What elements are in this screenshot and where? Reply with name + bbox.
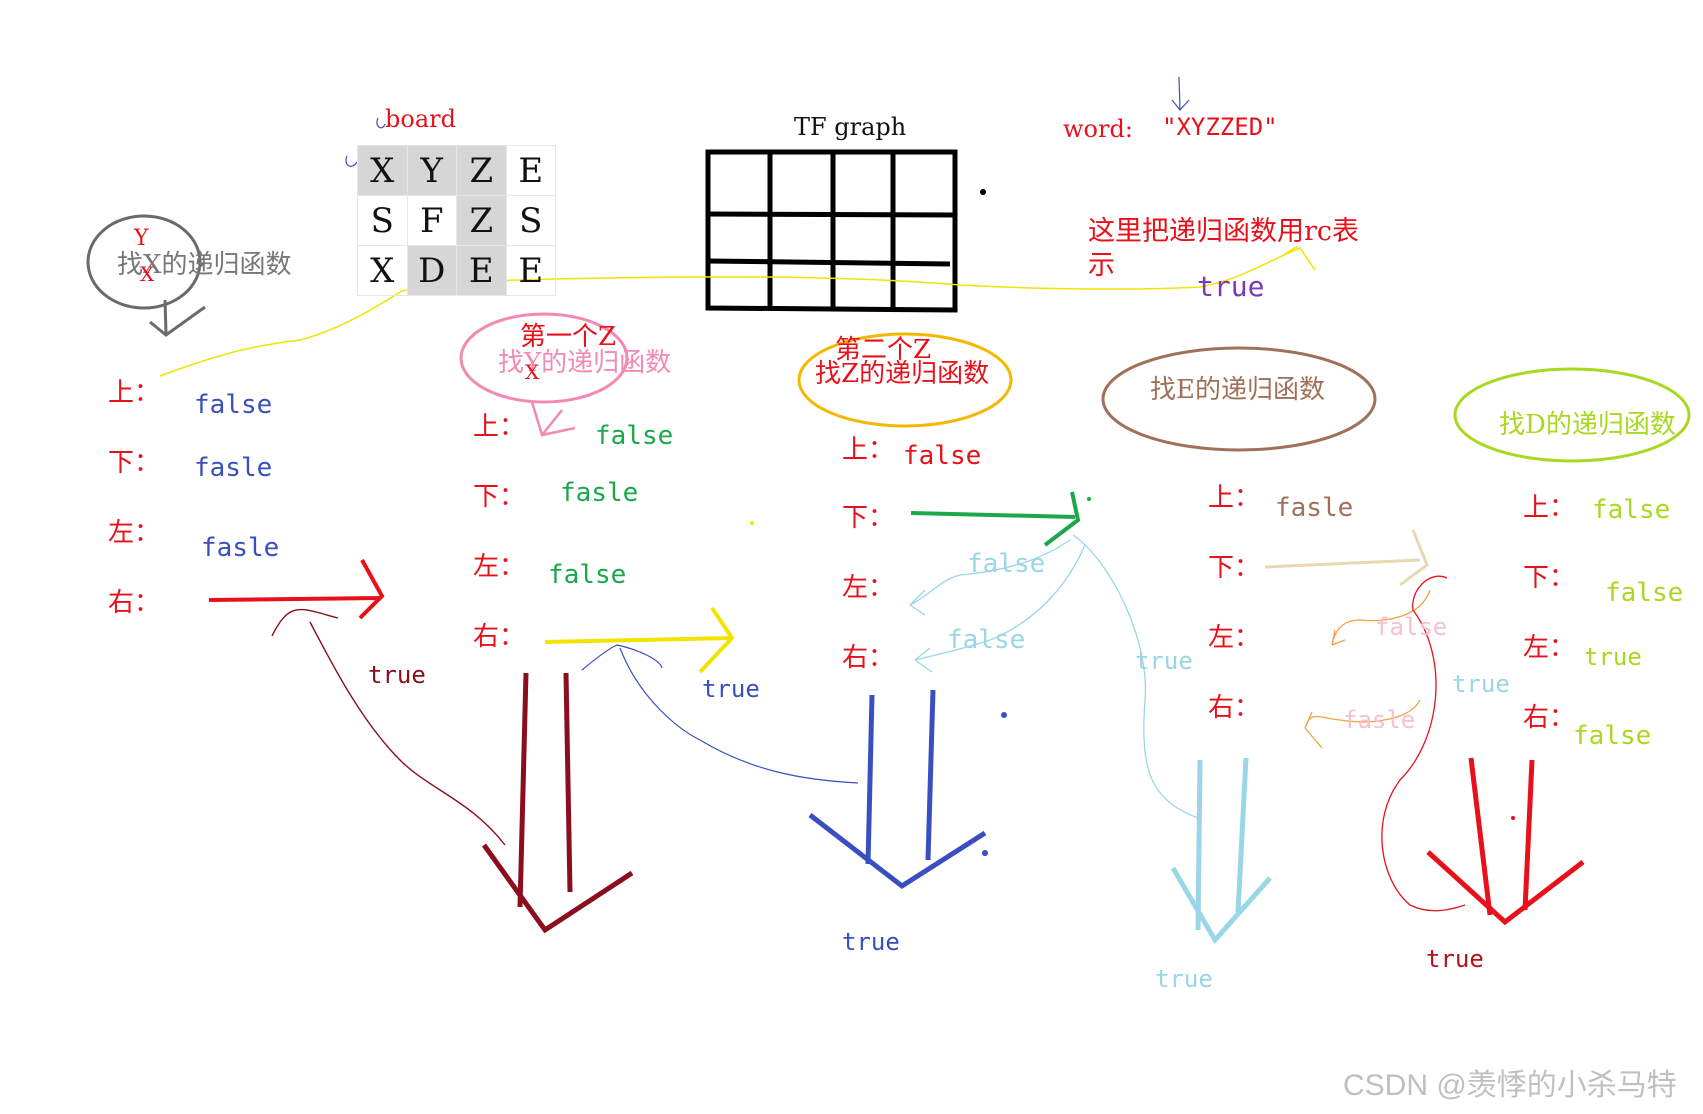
- node-z2-title: 找Z的递归函数: [815, 359, 990, 389]
- node-z1-down-label: 下：: [473, 482, 526, 512]
- node-z1-mark-x: X: [525, 360, 540, 384]
- orange-node-ellipse: [797, 332, 1013, 428]
- board-cell: S: [506, 196, 556, 246]
- board-cell: E: [506, 246, 556, 296]
- node-d-left-label: 左：: [1523, 633, 1576, 663]
- node-e-faded-b: fasle: [1343, 706, 1416, 734]
- board-cell: S: [358, 196, 408, 246]
- node-y-left-value: fasle: [201, 533, 280, 563]
- node-y-arrow-label: true: [368, 661, 426, 689]
- node-y-up-label: 上：: [108, 378, 161, 408]
- yellow-right-arrow: [544, 606, 735, 674]
- tf-graph-label: TF graph: [794, 113, 907, 141]
- node-d-title: 找D的递归函数: [1499, 410, 1676, 440]
- node-y-right-label: 右：: [108, 588, 161, 618]
- node-d-up-value: false: [1592, 495, 1671, 525]
- node-z1-down-value: fasle: [560, 478, 639, 508]
- node-d-down-label: 下：: [1523, 563, 1576, 593]
- red-right-arrow: [208, 559, 385, 620]
- node-d-right-label: 右：: [1523, 703, 1576, 733]
- blue-down-arrow: [808, 689, 987, 890]
- node-z1-left-value: false: [548, 560, 627, 590]
- board-cell: Y: [407, 146, 457, 196]
- node-z2-down-label: 下：: [842, 503, 895, 533]
- node-z1-up-value: false: [595, 421, 674, 451]
- board-label: board: [385, 105, 456, 133]
- board-cell: E: [457, 246, 507, 296]
- brown-node-ellipse: [1101, 346, 1377, 452]
- gray-down-arrow: [149, 299, 206, 337]
- node-d-side-true: true: [1452, 670, 1510, 698]
- node-z1-title: 找Y的递归函数: [498, 348, 672, 378]
- note-result: true: [1197, 270, 1265, 303]
- node-e-left-label: 左：: [1208, 623, 1261, 653]
- word-value: "XYZZED": [1162, 113, 1278, 141]
- node-d-result: true: [1426, 945, 1484, 973]
- node-y-down-label: 下：: [108, 448, 161, 478]
- node-z2-left-a: false: [967, 549, 1046, 579]
- node-y-title: 找X的递归函数: [117, 250, 292, 280]
- node-e-down-label: 下：: [1208, 553, 1261, 583]
- node-z2-right-label: 右：: [842, 643, 895, 673]
- yellow-connector: [159, 245, 1316, 377]
- node-y-up-value: false: [194, 390, 273, 420]
- node-e-result: true: [1155, 965, 1213, 993]
- node-z1-heading: 第一个Z: [520, 322, 617, 352]
- tf-graph-grid: [705, 149, 958, 313]
- note-line1: 这里把递归函数用rc表: [1088, 216, 1360, 247]
- board-cell: X: [358, 246, 408, 296]
- node-e-up-value: fasle: [1275, 493, 1354, 523]
- board-cell: F: [407, 196, 457, 246]
- node-e-title: 找E的递归函数: [1150, 375, 1325, 405]
- board-cell: Z: [457, 146, 507, 196]
- watermark: CSDN @羡悸的小杀马特: [1343, 1069, 1677, 1102]
- node-y-down-value: fasle: [194, 453, 273, 483]
- node-z1-left-label: 左：: [473, 552, 526, 582]
- green-right-arrow: [910, 491, 1081, 547]
- node-z2-result: true: [842, 928, 900, 956]
- node-z2-left-b: false: [947, 625, 1026, 655]
- board-cell: X: [358, 146, 408, 196]
- node-e-right-label: 右：: [1208, 693, 1261, 723]
- node-y-mark-letter: Y: [134, 226, 149, 251]
- node-d-down-value: false: [1605, 578, 1684, 608]
- node-d-left-value: true: [1584, 643, 1642, 671]
- node-z2-left-label: 左：: [842, 573, 895, 603]
- node-e-faded-a: false: [1375, 613, 1448, 641]
- note-line2: 示: [1088, 250, 1115, 281]
- pink-node-ellipse: [459, 312, 629, 404]
- node-y-mark-x: X: [140, 262, 155, 286]
- node-z2-up-value: false: [903, 441, 982, 471]
- node-z1-right-label: 右：: [473, 622, 526, 652]
- board-cell: D: [407, 246, 457, 296]
- beige-right-arrow: [1264, 529, 1429, 587]
- lime-node-ellipse: [1453, 367, 1691, 463]
- node-z1-arrow-label: true: [702, 675, 760, 703]
- red-down-arrow: [1426, 757, 1585, 926]
- node-d-right-value: false: [1573, 721, 1652, 751]
- node-z2-heading: 第二个Z: [835, 335, 932, 365]
- node-e-side-true: true: [1135, 647, 1193, 675]
- word-label: word:: [1063, 115, 1133, 143]
- node-z2-up-label: 上：: [842, 435, 895, 465]
- maroon-down-arrow: [481, 672, 634, 934]
- board-cell: E: [506, 146, 556, 196]
- node-e-up-label: 上：: [1208, 483, 1261, 513]
- node-d-up-label: 上：: [1523, 493, 1576, 523]
- node-z1-up-label: 上：: [473, 412, 526, 442]
- node-y-left-label: 左：: [108, 518, 161, 548]
- cyan-down-arrow: [1170, 757, 1272, 945]
- gray-node-circle: [86, 214, 202, 310]
- board-cell: Z: [457, 196, 507, 246]
